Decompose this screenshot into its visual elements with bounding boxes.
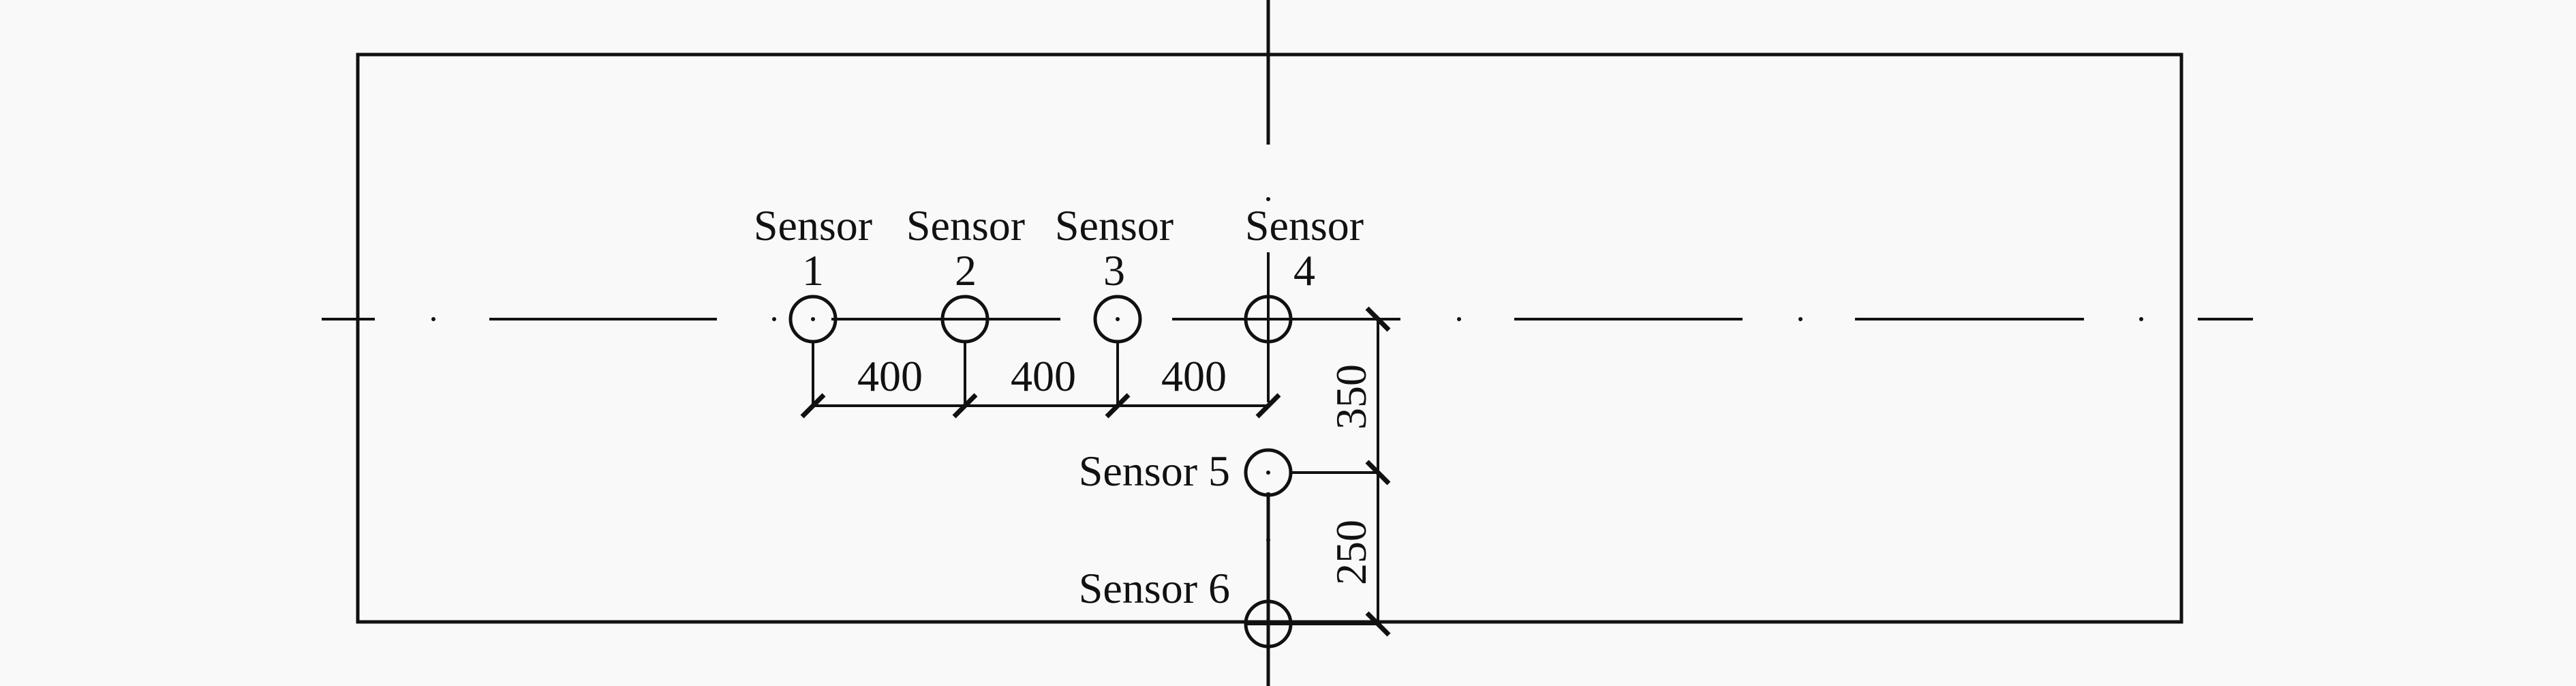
horizontal-centerline	[322, 317, 2253, 321]
sensor-3-label: Sensor	[1055, 201, 1174, 250]
sensor-3-number: 3	[1103, 246, 1125, 295]
sensor-5-label: Sensor 5	[1079, 447, 1230, 495]
dimension-400-a: 400	[857, 352, 923, 400]
dimension-400-b: 400	[1011, 352, 1076, 400]
sensor-3-marker	[1093, 295, 1142, 344]
dimension-250: 250	[1327, 520, 1375, 585]
sensor-6-label: Sensor 6	[1079, 564, 1230, 612]
centerline-dot-lower	[1266, 538, 1270, 542]
dimension-350: 350	[1327, 364, 1375, 430]
dimension-400-c: 400	[1161, 352, 1227, 400]
sensor-2-number: 2	[955, 246, 977, 295]
sensor-2-label: Sensor	[906, 201, 1025, 250]
sensor-4-marker	[1244, 259, 1293, 348]
sensor-4-number: 4	[1293, 246, 1315, 295]
sensor-4-label: Sensor	[1245, 201, 1364, 250]
sensor-1-marker	[788, 295, 838, 344]
vertical-dimension-chain	[1291, 306, 1391, 637]
centerline-dot	[1266, 197, 1270, 201]
sensor-5-marker	[1244, 448, 1293, 497]
sensor-1-label: Sensor	[754, 201, 872, 250]
horizontal-dimension-chain	[800, 342, 1281, 419]
sensor-1-number: 1	[802, 246, 824, 295]
